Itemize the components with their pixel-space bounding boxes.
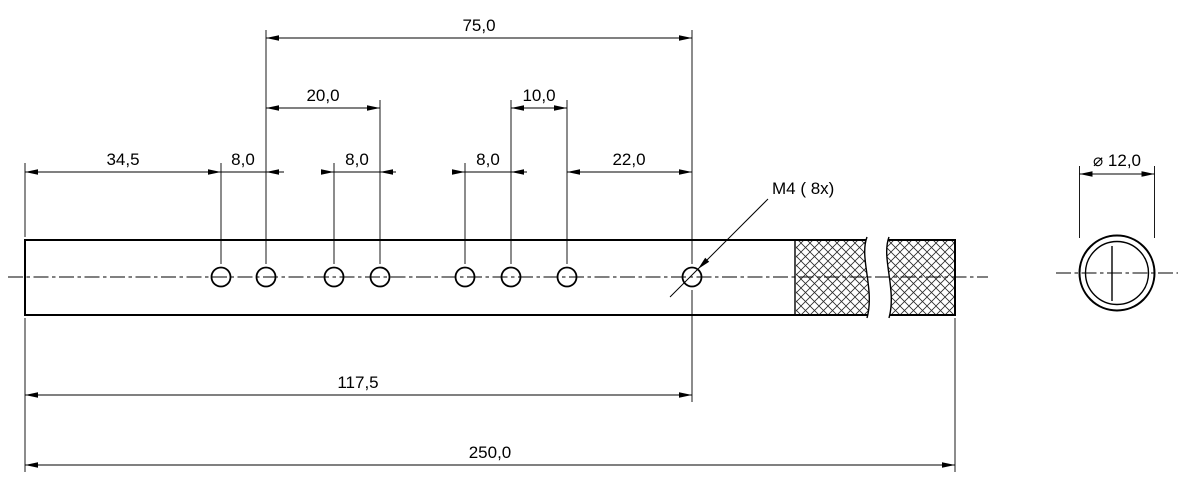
thread-callout-label: M4 ( 8x) <box>772 179 834 198</box>
arrowhead <box>25 462 38 468</box>
arrowhead <box>511 169 524 175</box>
dimension-offset-first-hole: 34,5 <box>25 150 221 175</box>
dim-label-34-5: 34,5 <box>106 150 139 169</box>
dimension-pitch-22: 22,0 <box>567 150 692 175</box>
dimension-pitch-20: 20,0 <box>266 86 380 111</box>
arrowhead <box>679 35 692 41</box>
dim-label-250: 250,0 <box>469 443 512 462</box>
break-line-right <box>885 236 893 319</box>
leader-line <box>669 198 769 298</box>
dimension-to-last-hole: 117,5 <box>25 373 692 398</box>
break-line-left <box>863 236 871 319</box>
end-view: ⌀ 12,0 <box>1056 151 1178 312</box>
arrowhead <box>679 392 692 398</box>
arrowhead <box>266 35 279 41</box>
thread-callout: M4 ( 8x) <box>669 179 834 298</box>
arrowhead <box>942 462 955 468</box>
arrowhead <box>1079 171 1093 177</box>
dim-label-diameter: ⌀ 12,0 <box>1093 151 1141 170</box>
arrowhead <box>511 105 524 111</box>
rod-outline <box>24 239 956 316</box>
extension-lines <box>24 30 956 472</box>
arrowhead <box>321 169 334 175</box>
dimension-pitch-8-c: 8,0 <box>452 150 527 175</box>
dimension-pitch-8-b: 8,0 <box>321 150 396 175</box>
dimension-hole-span: 75,0 <box>266 16 692 41</box>
dim-label-8c: 8,0 <box>476 150 500 169</box>
arrowhead <box>567 169 580 175</box>
dimension-diameter: ⌀ 12,0 <box>1079 151 1155 238</box>
arrowhead <box>266 169 279 175</box>
arrowhead <box>266 105 279 111</box>
break-gap <box>864 237 892 318</box>
arrowhead <box>367 105 380 111</box>
dim-label-75: 75,0 <box>462 16 495 35</box>
arrowhead <box>554 105 567 111</box>
arrowhead <box>1141 171 1155 177</box>
leader-arrowhead <box>698 257 710 269</box>
dim-label-8a: 8,0 <box>231 150 255 169</box>
dim-label-117-5: 117,5 <box>337 373 378 392</box>
dimension-pitch-10: 10,0 <box>511 86 567 111</box>
dimension-pitch-8-a: 8,0 <box>209 150 284 175</box>
arrowhead <box>452 169 465 175</box>
arrowhead <box>25 169 38 175</box>
dim-label-10: 10,0 <box>522 86 555 105</box>
dim-label-22: 22,0 <box>612 150 645 169</box>
dimension-overall-length: 250,0 <box>25 443 955 468</box>
arrowhead <box>679 169 692 175</box>
dim-label-20: 20,0 <box>306 86 339 105</box>
arrowhead <box>25 392 38 398</box>
arrowhead <box>380 169 393 175</box>
side-view: 75,0 20,0 10,0 34,5 8,0 <box>8 16 988 472</box>
dim-label-8b: 8,0 <box>345 150 369 169</box>
